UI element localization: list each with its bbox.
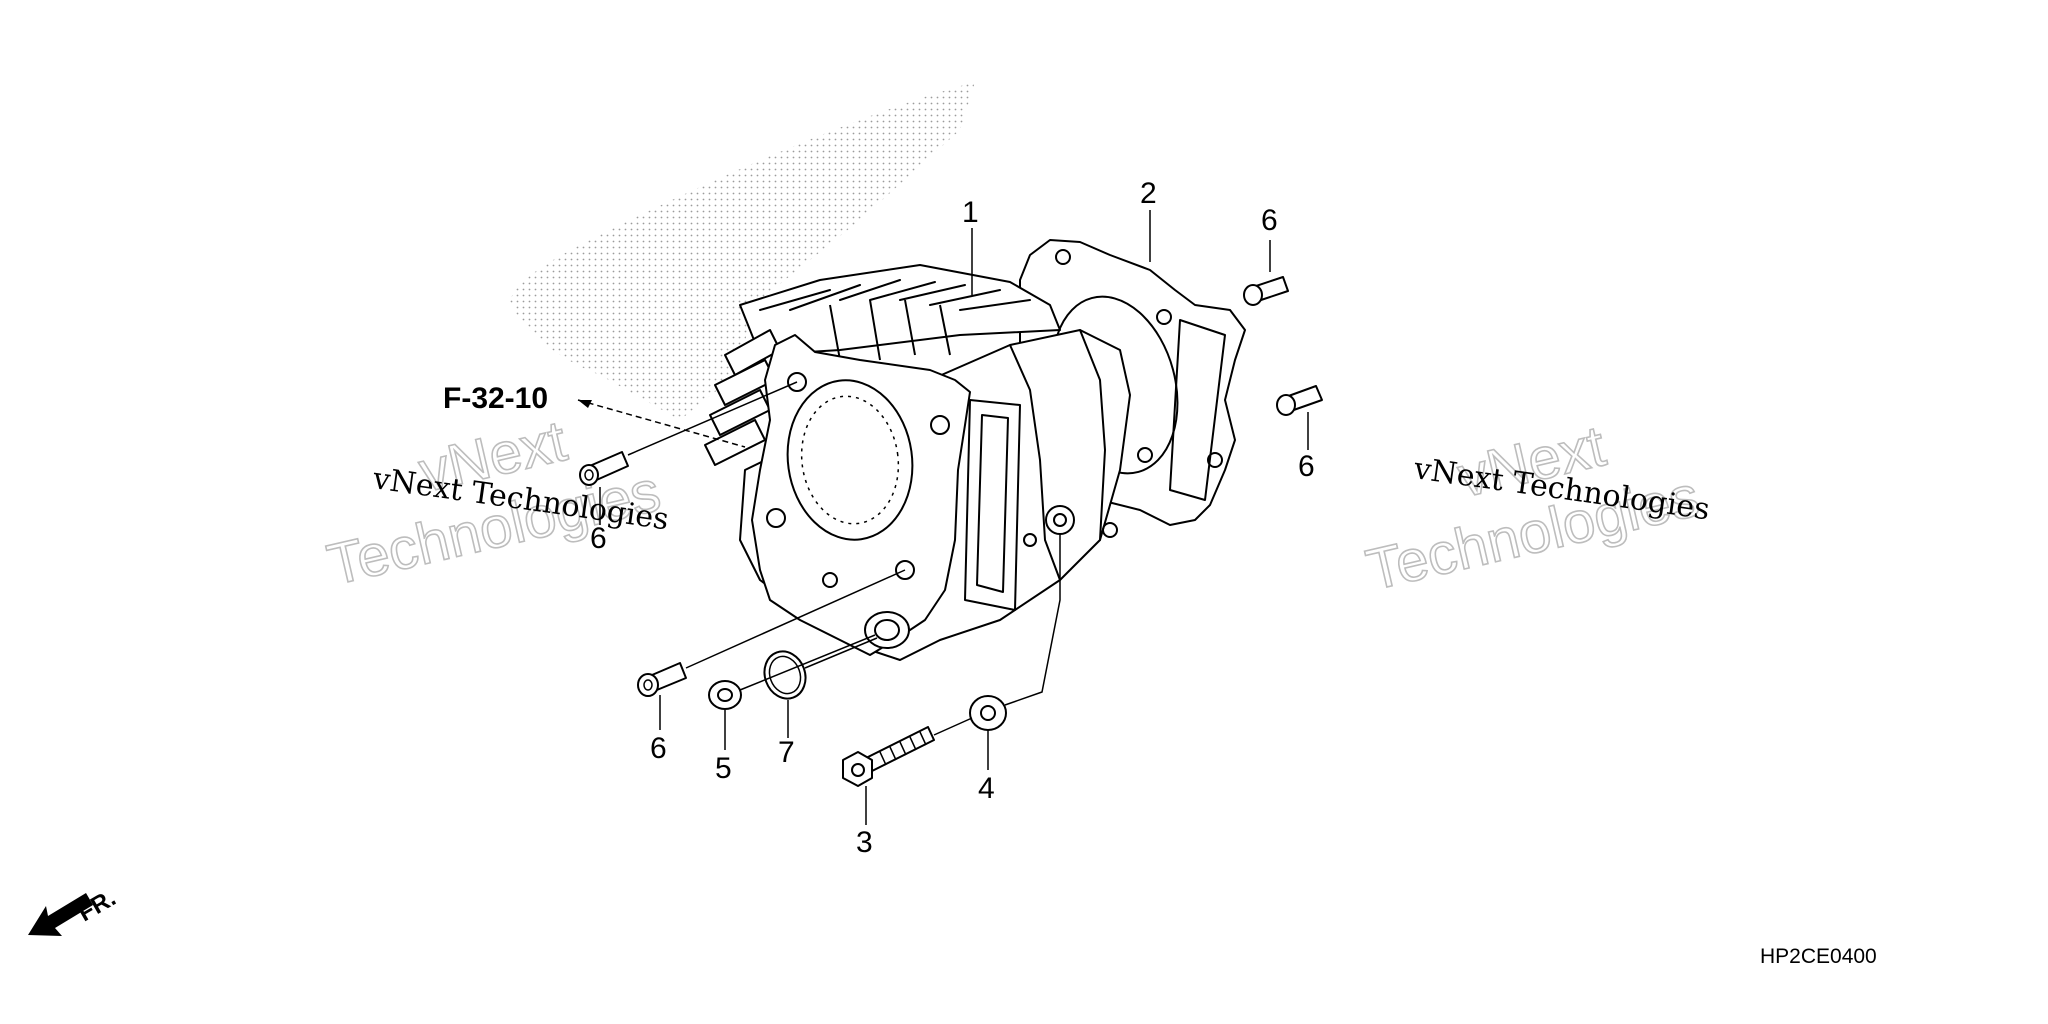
callout-6-lower-left: 6 (650, 732, 667, 765)
callout-6-right: 6 (1298, 450, 1315, 483)
shaded-engine-outline (510, 82, 975, 420)
callout-7: 7 (778, 736, 795, 769)
washer-part-5 (708, 680, 742, 710)
callout-6-upper-left: 6 (590, 522, 607, 555)
washer-part-4 (969, 695, 1007, 731)
callout-3: 3 (856, 826, 873, 859)
front-direction-indicator: FR. (28, 884, 120, 936)
callout-6-upper-right: 6 (1261, 204, 1278, 237)
callout-5: 5 (715, 752, 732, 785)
flange-bolt-part-3 (842, 726, 935, 787)
dowel-pin-upper-right (1243, 276, 1289, 306)
front-label: FR. (74, 884, 121, 927)
callout-4: 4 (978, 772, 995, 805)
dowel-pin-right (1276, 385, 1323, 416)
dowel-pin-lower-left (637, 662, 687, 697)
cylinder-block (704, 264, 1131, 661)
callout-1: 1 (962, 196, 979, 229)
o-ring-part-7 (763, 650, 807, 700)
leader-lines (577, 210, 1309, 825)
diagram-code: HP2CE0400 (1760, 945, 1877, 968)
dowel-pin-upper-left (579, 451, 629, 486)
callout-2: 2 (1140, 177, 1157, 210)
reference-label: F-32-10 (443, 382, 548, 415)
front-arrow-icon (28, 893, 93, 936)
